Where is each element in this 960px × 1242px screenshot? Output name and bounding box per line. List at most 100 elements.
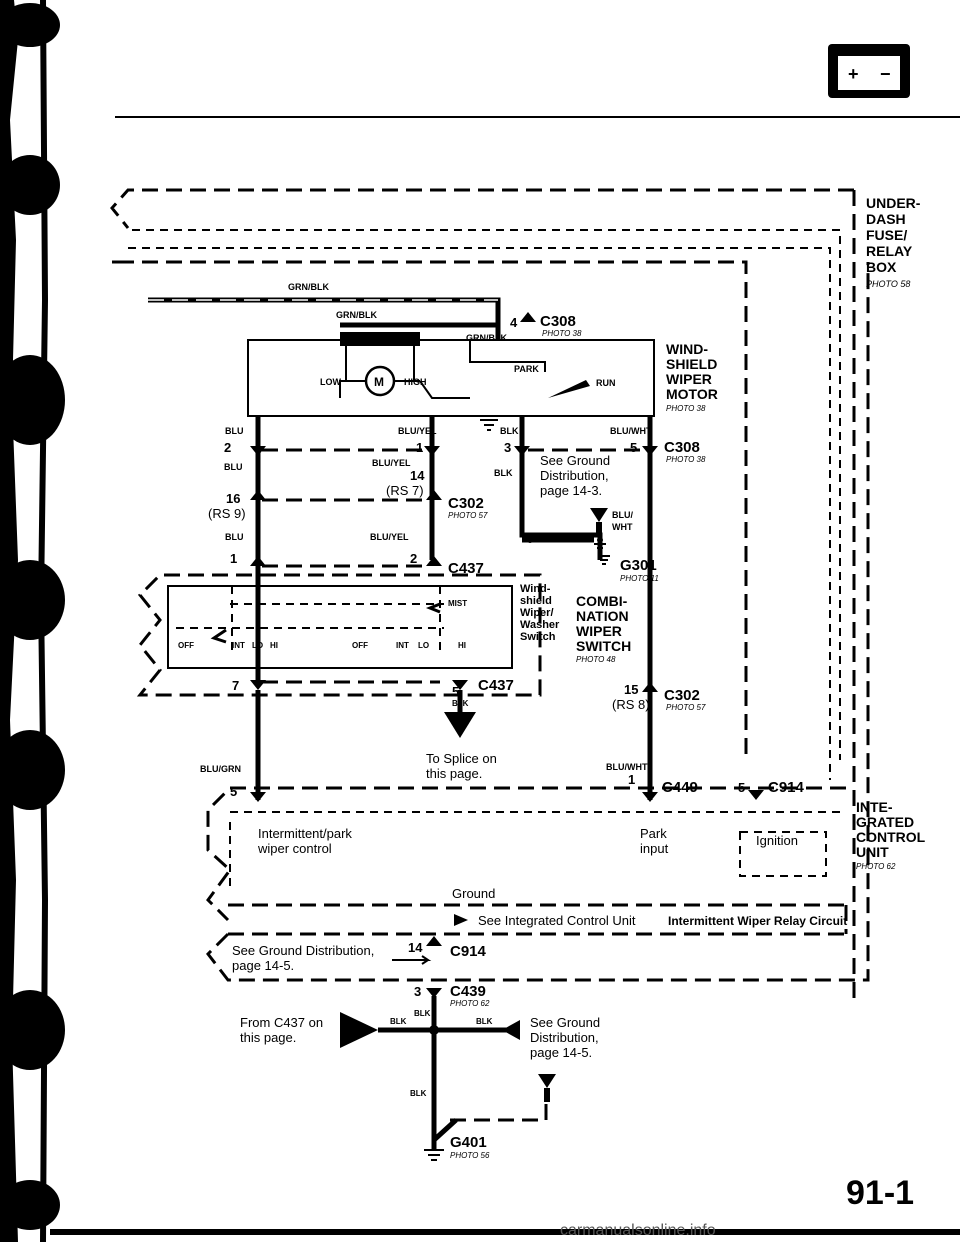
combi-switch-inner-label: Wind- shield Wiper/ Washer Switch — [520, 583, 562, 643]
wire-label-blu-wht-3: WHT — [612, 522, 633, 532]
lo-label: LO — [252, 641, 263, 650]
wire-label-blu-yel-2: BLU/YEL — [372, 458, 411, 468]
pin-4: 4 — [510, 315, 518, 330]
from-c437-note-2: this page. — [240, 1030, 296, 1045]
pin-1c: 1 — [628, 772, 635, 787]
pin-5d: 5 — [738, 780, 745, 795]
ground-g301: G301 — [620, 557, 657, 574]
motor-high-label: HIGH — [404, 377, 427, 387]
pin-1: 1 — [416, 440, 423, 455]
icu-photo: PHOTO 62 — [856, 862, 896, 871]
see-ground-note-1: See Ground — [540, 453, 610, 468]
pin-3: 3 — [504, 440, 511, 455]
int-label-2: INT — [396, 641, 409, 650]
relay-circuit-label: Intermittent Wiper Relay Circuit — [668, 914, 847, 928]
splice-arrow — [444, 712, 476, 738]
park-switch-arm — [548, 380, 590, 398]
connector-c439: C439 — [450, 983, 486, 1000]
lo-label-2: LO — [418, 641, 429, 650]
connector-c437-b: C437 — [478, 677, 514, 694]
wire-label-grn-blk-3: GRN/BLK — [466, 333, 507, 343]
see-gd-g401-2: Distribution, — [530, 1030, 599, 1045]
park-input-label-1: Park — [640, 826, 667, 841]
to-splice-note-2: this page. — [426, 766, 482, 781]
wire-label-blu-3: BLU — [225, 532, 244, 542]
pin-7: 7 — [232, 678, 239, 693]
wire-label-blu-yel: BLU/YEL — [398, 426, 437, 436]
see-gd-c914-1: See Ground Distribution, — [232, 943, 374, 958]
connector-c302-b: C302 — [664, 687, 700, 704]
see-ground-note-2: Distribution, — [540, 468, 609, 483]
ground-arrow — [590, 508, 608, 522]
combi-switch-photo: PHOTO 48 — [576, 655, 616, 664]
wire-label-blk-6: BLK — [476, 1017, 493, 1026]
c302-photo: PHOTO 57 — [448, 511, 488, 520]
off-label-2: OFF — [352, 641, 368, 650]
mist-label: MIST — [448, 599, 467, 608]
wire-label-grn-blk: GRN/BLK — [288, 282, 329, 292]
fuse-box-label: UNDER- DASH FUSE/ RELAY BOX — [866, 195, 924, 275]
wiper-motor-box — [247, 339, 655, 417]
icu-border — [206, 786, 846, 922]
pin-16: 16 — [226, 491, 240, 506]
c302b-photo: PHOTO 57 — [666, 703, 706, 712]
wire-label-blk-7: BLK — [410, 1089, 427, 1098]
wire-label-blu-wht: BLU/WHT — [610, 426, 652, 436]
fuse-box-border — [110, 188, 854, 229]
wire-label-blk-2: BLK — [494, 468, 513, 478]
see-gd-c914-2: page 14-5. — [232, 958, 294, 973]
g301-photo: PHOTO 11 — [620, 574, 659, 583]
intermittent-label-1: Intermittent/park — [258, 826, 352, 841]
ignition-label: Ignition — [756, 833, 798, 848]
ground-g401: G401 — [450, 1134, 487, 1151]
wire-label-grn-blk-2: GRN/BLK — [336, 310, 377, 320]
pin-rs8: (RS 8) — [612, 697, 650, 712]
wire-label-blk: BLK — [500, 426, 519, 436]
watermark: carmanualsonline.info — [560, 1222, 716, 1239]
pin-14: 14 — [410, 468, 425, 483]
wire-label-blu-grn: BLU/GRN — [200, 764, 241, 774]
wire-label-blu-wht-4: BLU/WHT — [606, 762, 648, 772]
int-label: INT — [232, 641, 245, 650]
pin-15: 15 — [624, 682, 638, 697]
see-icu-label: See Integrated Control Unit — [478, 913, 636, 928]
motor-low-label: LOW — [320, 377, 341, 387]
wire-label-blu: BLU — [225, 426, 244, 436]
motor-run-label: RUN — [596, 378, 616, 388]
connector-c308: C308 — [540, 313, 576, 330]
hi-label-2: HI — [458, 641, 466, 650]
wire-label-blu-wht-2: BLU/ — [612, 510, 633, 520]
pin-1b: 1 — [230, 551, 237, 566]
motor-terminal — [340, 332, 420, 346]
connector-c308-b: C308 — [664, 439, 700, 456]
pin-5c: 5 — [230, 784, 237, 799]
g401-photo: PHOTO 56 — [450, 1151, 490, 1160]
combi-switch-border — [136, 573, 542, 697]
park-input-label-2: input — [640, 841, 669, 856]
svg-text:−: − — [880, 64, 891, 84]
pin-rs9: (RS 9) — [208, 506, 246, 521]
grn-blk-feed-wire — [148, 297, 501, 340]
pin-5b: 5 — [452, 684, 459, 699]
connector-c914: C914 — [768, 779, 805, 796]
motor-park-label: PARK — [514, 364, 539, 374]
pin-2b: 2 — [410, 551, 417, 566]
motor-m: M — [374, 375, 384, 389]
connector-c308-mark — [520, 312, 536, 322]
pin-3b: 3 — [414, 984, 421, 999]
connector-c914-b: C914 — [450, 943, 487, 960]
wire-label-blu-yel-3: BLU/YEL — [370, 532, 409, 542]
ground-label: Ground — [452, 886, 495, 901]
to-splice-note-1: To Splice on — [426, 751, 497, 766]
svg-text:+: + — [848, 64, 859, 84]
pin-5: 5 — [630, 440, 637, 455]
wire-label-blk-5: BLK — [390, 1017, 407, 1026]
c439-photo: PHOTO 62 — [450, 999, 490, 1008]
wire-label-blk-4: BLK — [414, 1009, 431, 1018]
hi-label: HI — [270, 641, 278, 650]
pin-14b: 14 — [408, 940, 423, 955]
intermittent-label-2: wiper control — [257, 841, 332, 856]
wire-label-blu-2: BLU — [224, 462, 243, 472]
page-number: 91-1 — [846, 1174, 914, 1212]
